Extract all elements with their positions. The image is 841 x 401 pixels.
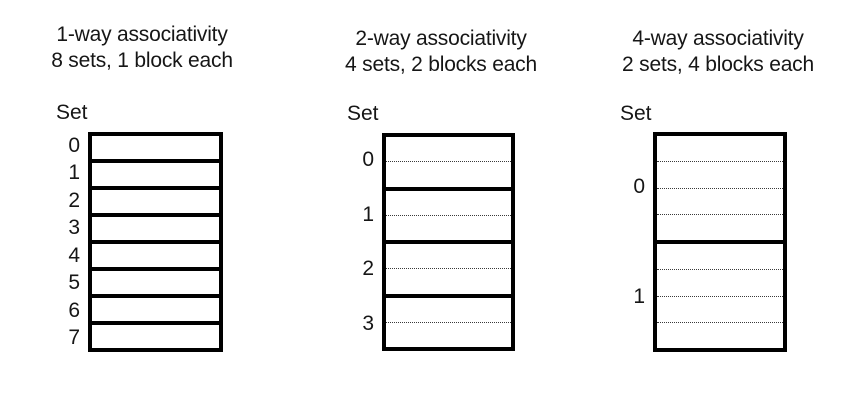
set-index-label: 1 (68, 161, 80, 185)
set-index-label: 1 (633, 285, 645, 308)
set-index-label: 3 (362, 311, 374, 335)
set-index-label: 0 (362, 148, 374, 172)
cache-block (386, 161, 511, 186)
set-column-label: Set (56, 101, 88, 124)
set-index-label: 5 (68, 271, 80, 295)
cache-set (92, 136, 219, 159)
title-line-1: 1-way associativity (56, 23, 228, 46)
cache-block (386, 214, 511, 240)
set-index-label: 7 (68, 326, 80, 350)
cache-block (92, 271, 219, 294)
cache-block (386, 191, 511, 215)
cache-set (92, 159, 219, 186)
title-line-2: 2 sets, 4 blocks each (622, 53, 814, 76)
cache-block (657, 213, 783, 240)
cache-block (657, 295, 783, 322)
set-column-label: Set (620, 102, 652, 125)
cache-block (92, 136, 219, 159)
cache-block (386, 268, 511, 293)
cache-block (386, 298, 511, 322)
cache-set (657, 136, 783, 240)
diagram-title-1way: 1-way associativity 8 sets, 1 block each (12, 22, 272, 74)
diagram-title-2way: 2-way associativity 4 sets, 2 blocks eac… (311, 26, 571, 78)
cache-table-2way (382, 133, 515, 351)
cache-table-1way (88, 132, 223, 352)
cache-block (657, 136, 783, 161)
cache-block (386, 321, 511, 347)
set-index-labels: 0 1 2 3 (324, 133, 374, 351)
cache-set (92, 186, 219, 213)
cache-set (386, 293, 511, 348)
cache-set (386, 137, 511, 187)
cache-set (386, 240, 511, 294)
set-index-label: 0 (68, 133, 80, 157)
set-index-label: 2 (68, 188, 80, 212)
cache-set (92, 240, 219, 267)
cache-table-4way (653, 132, 787, 352)
cache-block (657, 187, 783, 214)
cache-block (386, 244, 511, 268)
set-column-label: Set (347, 102, 379, 125)
cache-block (657, 269, 783, 295)
cache-block (657, 244, 783, 269)
cache-block (92, 163, 219, 186)
set-index-label: 2 (362, 257, 374, 281)
cache-block (92, 244, 219, 267)
title-line-2: 4 sets, 2 blocks each (345, 53, 537, 76)
title-line-1: 2-way associativity (355, 27, 527, 50)
set-index-label: 3 (68, 216, 80, 240)
set-index-labels: 0 1 2 3 4 5 6 7 (30, 132, 80, 352)
cache-block (92, 325, 219, 348)
title-line-2: 8 sets, 1 block each (51, 49, 233, 72)
cache-set (386, 186, 511, 241)
cache-block (92, 190, 219, 213)
diagram-title-4way: 4-way associativity 2 sets, 4 blocks eac… (588, 26, 841, 78)
cache-block (386, 137, 511, 161)
cache-block (657, 321, 783, 348)
set-index-label: 0 (633, 175, 645, 198)
cache-block (657, 161, 783, 187)
set-index-label: 6 (68, 298, 80, 322)
cache-set (92, 213, 219, 240)
cache-set (92, 294, 219, 321)
title-line-1: 4-way associativity (632, 27, 804, 50)
cache-set (657, 240, 783, 348)
set-index-label: 1 (362, 202, 374, 226)
cache-block (92, 298, 219, 321)
cache-block (92, 217, 219, 240)
cache-set (92, 267, 219, 294)
set-index-label: 4 (68, 243, 80, 267)
cache-set (92, 321, 219, 348)
